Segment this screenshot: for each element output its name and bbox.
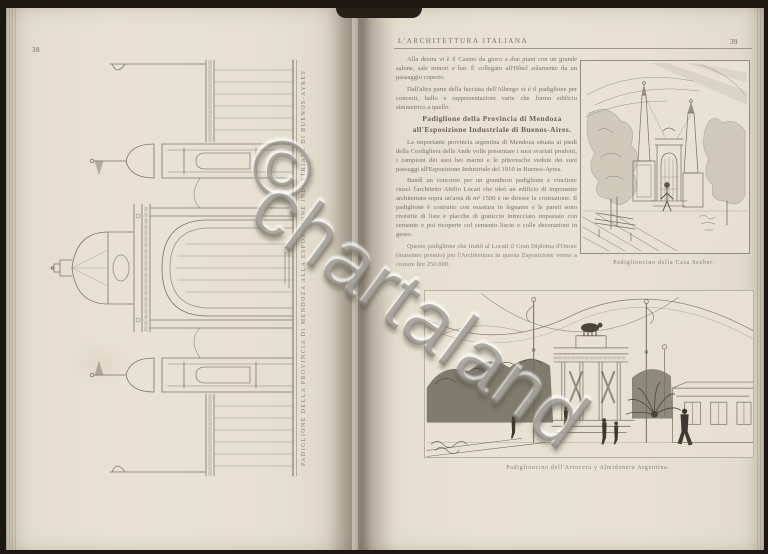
paragraph: La importante provincia argentina di Men…: [396, 138, 577, 173]
figure2-caption: Padiglioncino dell'Arrocera y Almidonera…: [506, 465, 670, 471]
left-page-fore-edge: [6, 8, 16, 550]
plate-caption: PADIGLIONE DELLA PROVINCIA DI MENDOZA AL…: [301, 69, 307, 467]
paragraph: Bandì un concorso per un grandioso padig…: [396, 177, 577, 238]
binding-notch: [336, 8, 422, 18]
article-title-line2: all'Esposizione Industriale di Buenos-Ai…: [412, 124, 572, 134]
journal-header-title: L'ARCHITETTURA ITALIANA: [398, 37, 529, 45]
paragraph: Dall'altra parte della facciata dell'Alb…: [396, 85, 577, 111]
mendoza-pavilion-elevation-drawing: [50, 58, 300, 478]
article-title: Padiglione della Provincia di Mendoza al…: [396, 114, 577, 135]
left-page-number: 38: [32, 46, 40, 54]
article-text-column: Alla destra vi è il Casino da gioco a du…: [396, 55, 577, 271]
article-title-line1: Padiglione della Provincia di Mendoza: [422, 114, 562, 123]
paragraph: Alla destra vi è il Casino da gioco a du…: [396, 56, 577, 81]
figure1-caption: Padiglioncino della Casa Seeber.: [613, 260, 715, 266]
paragraph: Questo padiglione che fruttò al Locati i…: [396, 242, 577, 268]
left-page: 38: [6, 8, 352, 550]
right-page-fore-edge: [755, 8, 764, 550]
casa-seeber-sketch: [580, 60, 750, 254]
book-spread: 38: [6, 8, 764, 550]
right-page-number: 39: [730, 37, 738, 46]
arrocera-almidonera-sketch: [424, 290, 754, 458]
header-rule: [394, 48, 752, 49]
right-page: L'ARCHITETTURA ITALIANA 39 Alla destra v…: [358, 8, 764, 550]
